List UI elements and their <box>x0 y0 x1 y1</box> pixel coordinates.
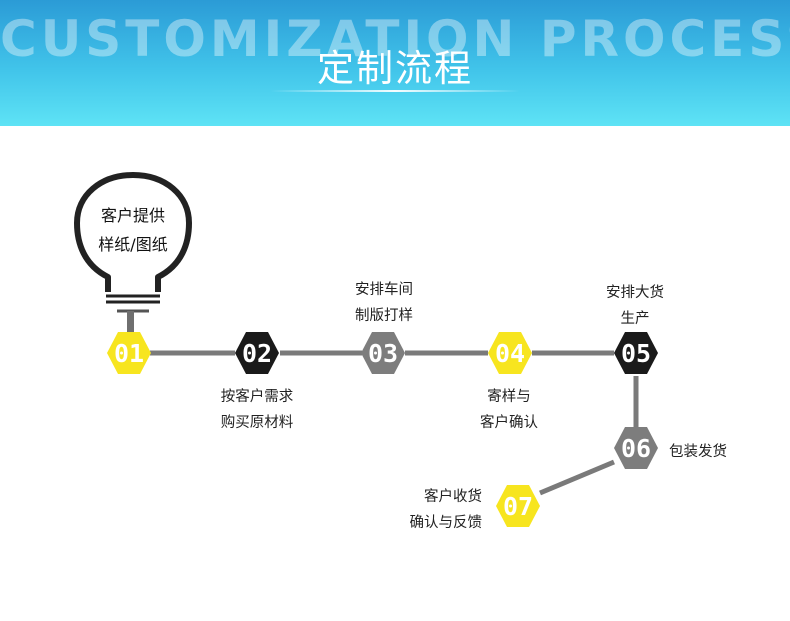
step-node-03: 03 <box>361 332 405 374</box>
step-02-line-2: 购买原材料 <box>220 415 294 431</box>
step-01-line-2: 样纸/图纸 <box>98 235 168 254</box>
step-node-05: 05 <box>614 332 658 374</box>
step-hexagon-01 <box>107 332 151 374</box>
step-hexagon-06 <box>614 427 658 469</box>
step-03-line-1: 安排车间 <box>355 282 413 298</box>
flow-connectors <box>150 350 639 496</box>
step-03-text: 安排车间 制版打样 <box>355 277 413 329</box>
step-hexagon-05 <box>614 332 658 374</box>
header-divider <box>270 90 520 92</box>
step-05-line-2: 生产 <box>620 311 650 327</box>
header-title-cn: 定制流程 <box>317 47 473 90</box>
step-number-03: 03 <box>368 339 398 368</box>
step-node-01: 01 <box>107 332 151 374</box>
step-hexagon-03 <box>361 332 405 374</box>
step-07-line-1: 客户收货 <box>424 489 482 505</box>
header-banner: CUSTOMIZATION PROCESS 定制流程 <box>0 0 790 126</box>
step-node-04: 04 <box>488 332 532 374</box>
step-node-06: 06 <box>614 427 658 469</box>
lightbulb-icon <box>74 172 192 335</box>
step-number-02: 02 <box>242 339 272 368</box>
step-04-text: 寄样与 客户确认 <box>480 384 538 436</box>
connector-06-07 <box>539 459 615 496</box>
step-number-07: 07 <box>503 492 533 521</box>
step-02-line-1: 按客户需求 <box>220 389 294 405</box>
step-number-04: 04 <box>495 339 525 368</box>
step-number-06: 06 <box>621 434 651 463</box>
step-04-line-2: 客户确认 <box>480 415 538 431</box>
step-number-01: 01 <box>114 339 144 368</box>
step-hexagon-07 <box>496 485 540 527</box>
step-number-05: 05 <box>621 339 651 368</box>
step-06-line-1: 包装发货 <box>669 444 727 460</box>
step-node-02: 02 <box>235 332 279 374</box>
step-03-line-2: 制版打样 <box>355 308 413 324</box>
step-nodes: 01 02 03 04 05 06 07 <box>107 332 658 527</box>
step-07-text: 客户收货 确认与反馈 <box>378 484 483 536</box>
step-04-line-1: 寄样与 <box>487 389 531 405</box>
step-hexagon-04 <box>488 332 532 374</box>
step-05-line-1: 安排大货 <box>606 285 664 301</box>
step-hexagon-02 <box>235 332 279 374</box>
step-05-text: 安排大货 生产 <box>606 280 664 332</box>
step-01-text: 客户提供 样纸/图纸 <box>98 201 167 259</box>
step-07-line-2: 确认与反馈 <box>409 515 483 531</box>
step-02-text: 按客户需求 购买原材料 <box>221 384 294 436</box>
step-06-text: 包装发货 <box>669 439 727 465</box>
step-node-07: 07 <box>496 485 540 527</box>
step-01-line-1: 客户提供 <box>100 206 165 225</box>
header-title-en: CUSTOMIZATION PROCESS <box>0 10 790 68</box>
